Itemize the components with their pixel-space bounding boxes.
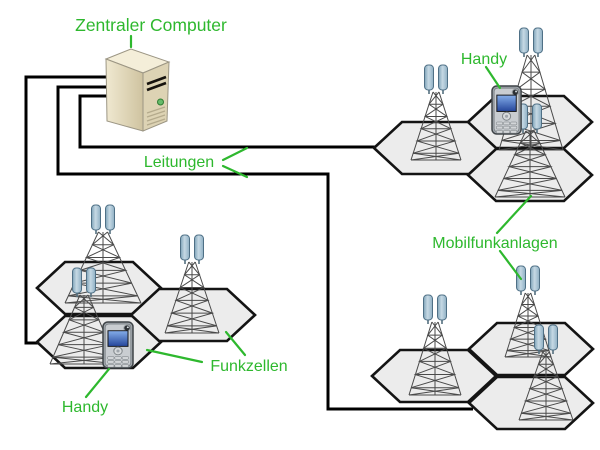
pointer-funkzellen-right [224,330,247,357]
label-handy-top: Handy [461,51,507,68]
connection-line-bottom-left [24,75,118,345]
server-grille [146,106,166,126]
server-vents [146,75,167,92]
pointer-mobilfunkanlagen-lower [498,249,523,281]
cell-cluster-bottom-right [370,265,595,431]
label-pointers [84,34,533,399]
pointer-leitungen-upper [221,146,249,162]
connection-line-bottom-right [56,85,473,411]
central-computer-icon [104,48,171,132]
pointer-leitungen-lower [221,164,249,179]
connection-lines [24,75,473,411]
label-funkzellen: Funkzellen [210,358,287,375]
pointer-mobilfunkanlagen-upper [495,194,533,235]
mobile-phone-icon [491,85,522,135]
antenna-icon [90,204,116,235]
cell-hexagon [467,321,595,377]
pointer-handy-bottom [84,367,111,399]
antenna-icon [423,64,449,95]
label-handy-bottom: Handy [62,399,108,416]
label-central-computer: Zentraler Computer [75,15,227,35]
server-power-button [157,98,164,106]
cell-cluster-bottom-left [35,204,257,370]
antenna-icon [179,234,205,265]
pointer-funkzellen-left [145,348,204,364]
pointer-handy-top [484,65,502,90]
antenna-icon [518,27,544,58]
label-leitungen: Leitungen [144,154,214,171]
antenna-icon [515,265,541,296]
label-mobilfunkanlagen: Mobilfunkanlagen [432,235,557,252]
mobile-phone-icon [102,321,134,369]
antenna-icon [422,294,448,325]
connection-line-top-right [78,94,375,149]
